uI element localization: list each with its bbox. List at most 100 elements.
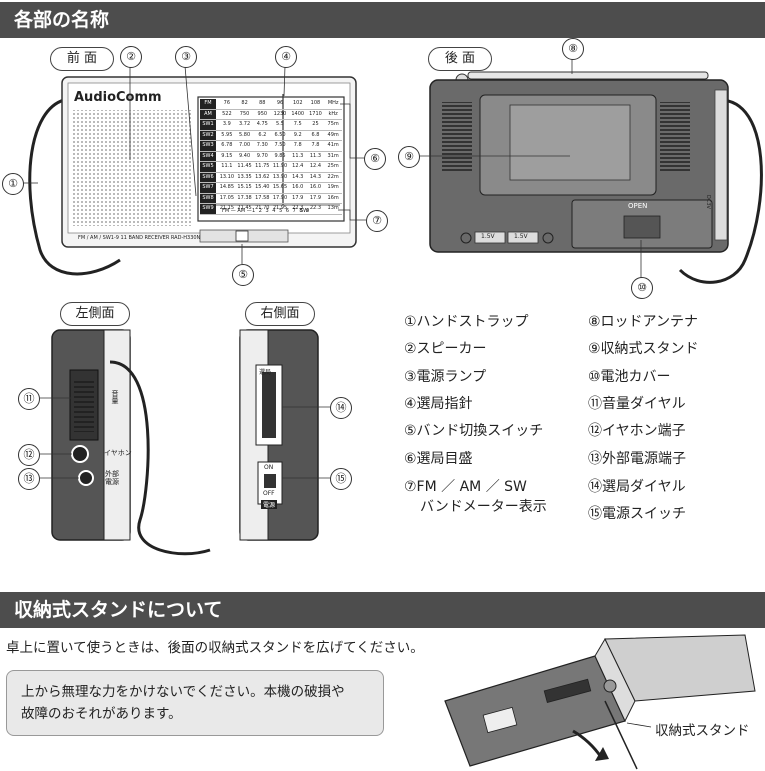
dial-value: 1230	[273, 110, 287, 117]
dial-value: 13m	[327, 205, 339, 211]
callout-1: ①	[2, 173, 24, 195]
callout-13: ⑬	[18, 468, 40, 490]
speaker-grille	[72, 110, 192, 226]
legend-item-13: ⑬外部電源端子	[588, 451, 686, 467]
dial-value: 16.0	[309, 184, 322, 190]
legend-item-9: ⑨収納式スタンド	[588, 341, 699, 357]
dial-value: 9.40	[239, 152, 251, 159]
legend-item-8: ⑧ロッドアンテナ	[588, 314, 698, 330]
warning-line-1: 上から無理な力をかけないでください。本機の破損や	[21, 684, 345, 700]
dial-value: 11.75	[255, 163, 270, 169]
dial-value: 17.58	[255, 194, 270, 201]
dial-value: 7.5	[293, 121, 302, 127]
dial-value: 82	[241, 100, 248, 106]
ext-power-label: 外部 電源	[105, 470, 119, 486]
dial-value: 14.3	[292, 173, 304, 180]
dial-value: 15.40	[255, 184, 270, 190]
dial-value: 12.4	[292, 163, 304, 169]
battery-2-label: 1.5V	[514, 233, 528, 240]
dial-value: 19m	[327, 184, 339, 190]
dial-value: 17.9	[292, 194, 304, 201]
earphone-label: イヤホン	[104, 449, 132, 457]
dial-value: 14.85	[219, 184, 235, 190]
dial-value: 49m	[327, 131, 339, 138]
warning-note: 上から無理な力をかけないでください。本機の破損や 故障のおそれがあります。	[6, 670, 384, 736]
section-header-stand: 収納式スタンドについて	[0, 592, 765, 628]
dial-value: 750	[239, 110, 250, 117]
vent-left	[442, 102, 472, 172]
dial-value: 1400	[291, 110, 305, 117]
dial-value: 25m	[327, 163, 339, 169]
dial-value: 1710	[309, 110, 322, 117]
unfold-arrow-icon	[572, 729, 603, 758]
dial-value: 22.3	[292, 205, 304, 211]
legend-item-1: ①ハンドストラップ	[404, 314, 529, 330]
dial-value: 88	[259, 100, 266, 106]
legend-item-12: ⑫イヤホン端子	[588, 423, 686, 439]
hand-strap-front	[28, 98, 121, 276]
dial-value: 22.3	[309, 205, 322, 211]
legend-item-7-continued: バンドメーター表示	[420, 499, 547, 515]
callout-2: ②	[120, 46, 142, 68]
dial-value: 9.85	[274, 152, 286, 159]
callout-5: ⑤	[232, 264, 254, 286]
dial-value: 5.80	[239, 131, 251, 138]
band-meter-fm-am: FM — AM —	[222, 208, 252, 214]
dial-value: 7.50	[274, 142, 286, 148]
dial-value: 21.95	[272, 205, 288, 211]
hand-strap-left	[109, 360, 211, 556]
tuning-label: 選局	[259, 369, 272, 376]
dial-value: MHz	[327, 100, 339, 106]
model-line: FM / AM / SW1-9 11 BAND RECEIVER RAD-H33…	[78, 235, 201, 241]
on-label: ON	[264, 464, 274, 471]
dial-band-label: SW5	[200, 162, 216, 172]
dial-value: 9.70	[256, 152, 268, 159]
dial-value: 9.15	[221, 152, 233, 159]
dial-value: 41m	[327, 142, 339, 148]
legend-item-3: ③電源ランプ	[404, 369, 487, 385]
band-meter-sw: SW	[300, 208, 309, 214]
dial-band-label: SW9	[200, 204, 216, 214]
dial-value: 75m	[327, 121, 339, 127]
callout-11: ⑪	[18, 388, 40, 410]
power-label: 電源	[261, 500, 278, 509]
legend-item-10: ⑩電池カバー	[588, 369, 671, 385]
dial-value: 9.2	[293, 131, 302, 138]
dial-value: 17.9	[309, 194, 322, 201]
dial-value: 6.8	[311, 131, 320, 138]
dial-band-label: SW1	[200, 120, 216, 130]
dial-value: 13.62	[255, 173, 270, 180]
stand-instruction: 卓上に置いて使うときは、後面の収納式スタンドを広げてください。	[6, 640, 424, 656]
callout-14: ⑭	[330, 397, 352, 419]
dial-value: 14.3	[309, 173, 322, 180]
dial-value: 12.4	[309, 163, 322, 169]
dial-band-label: SW8	[200, 193, 216, 203]
side-jack-label: DC3V	[705, 195, 711, 209]
dial-value: 7.8	[293, 142, 302, 148]
warning-line-2: 故障のおそれがあります。	[21, 706, 182, 722]
dial-value: 6.78	[221, 142, 233, 148]
stand-label: 収納式スタンド	[655, 723, 750, 739]
dial-value: 16m	[327, 194, 339, 201]
dial-value: 5.95	[221, 131, 233, 138]
vent-right	[660, 102, 690, 172]
callout-9: ⑨	[398, 146, 420, 168]
stand-illustration	[444, 634, 756, 770]
dial-value: 4.75	[256, 121, 268, 127]
view-label-front: 前 面	[50, 47, 114, 71]
dial-band-label: SW2	[200, 130, 216, 140]
dial-value: 76	[223, 100, 231, 106]
dial-value: 6.2	[258, 131, 267, 138]
dial-value: 11.1	[221, 163, 233, 169]
dial-value: 15.65	[272, 184, 288, 190]
dial-value: 13.35	[237, 173, 252, 180]
